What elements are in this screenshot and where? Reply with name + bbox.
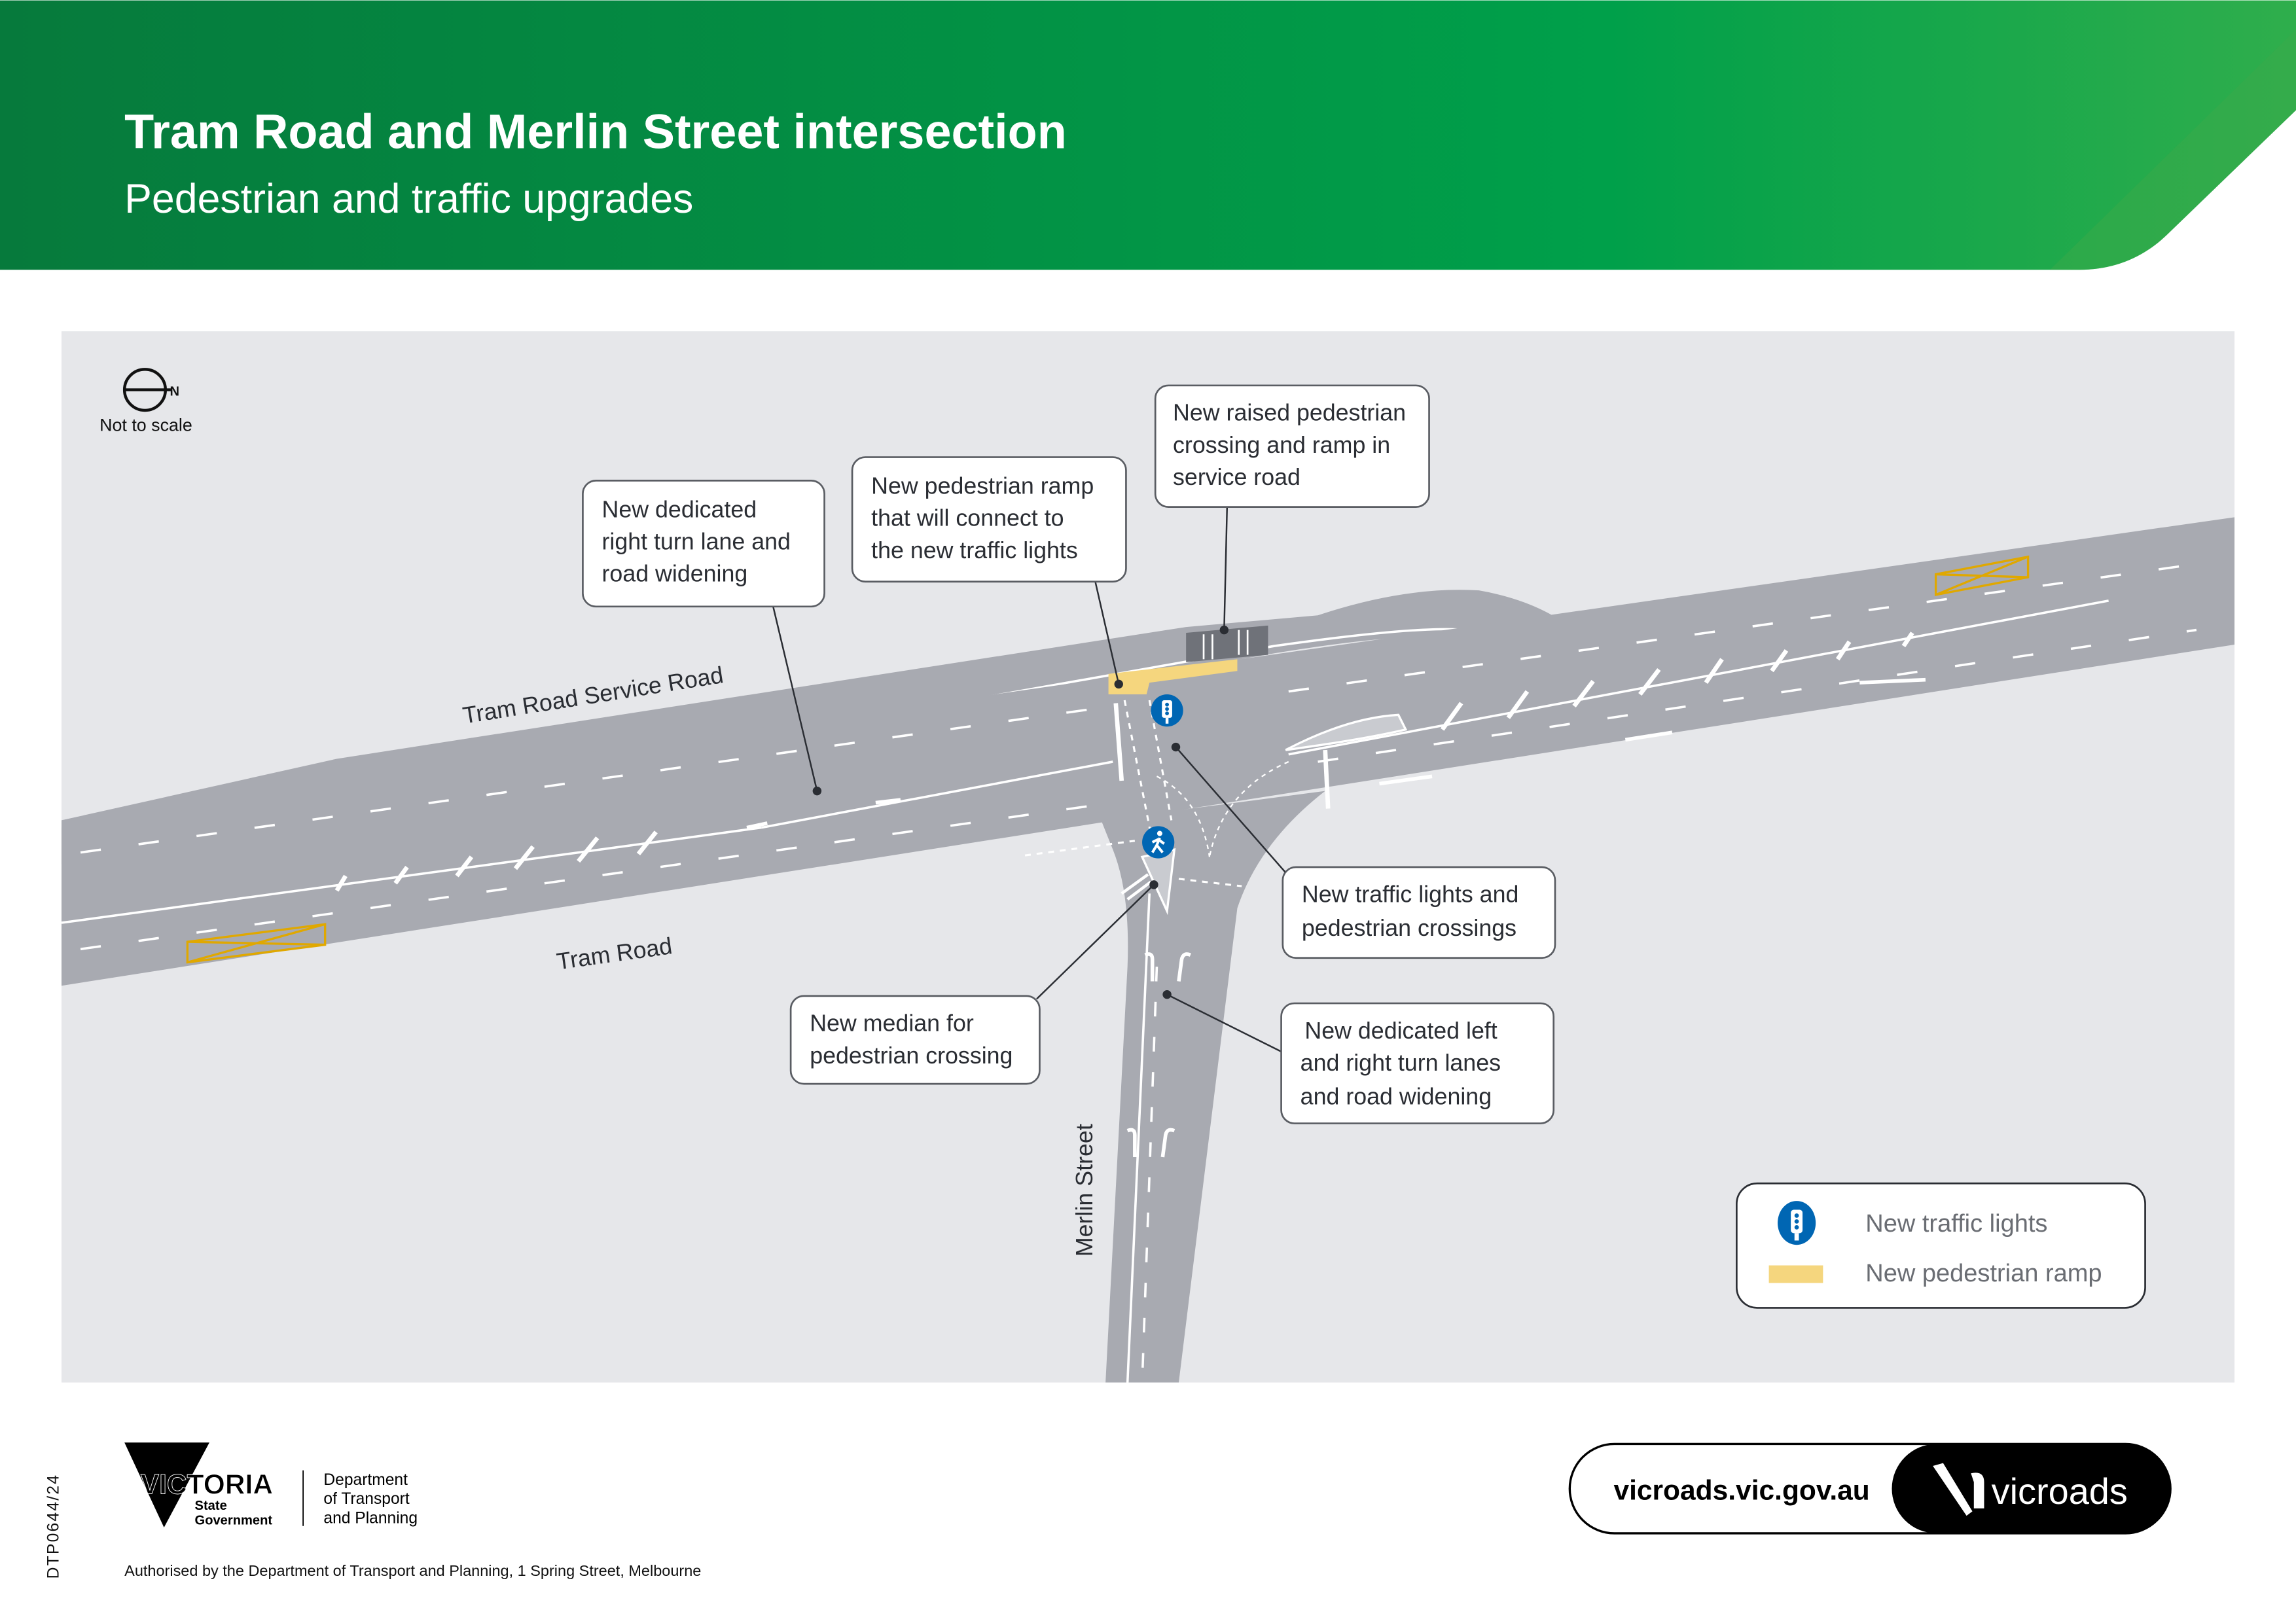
hatched-median-west xyxy=(334,830,658,892)
footer: DTP0644/24 VICTORIA State Government Dep… xyxy=(45,1442,2172,1579)
hatched-median-east xyxy=(1440,632,1914,731)
callout-text: crossing and ramp in xyxy=(1173,432,1390,458)
lane-line xyxy=(761,760,1113,829)
callout-text: right turn lane and xyxy=(602,529,791,555)
header-background xyxy=(0,0,2296,270)
stop-line xyxy=(1323,749,1331,809)
page-subtitle: Pedestrian and traffic upgrades xyxy=(124,176,693,222)
callout-text: New pedestrian ramp xyxy=(871,473,1094,499)
lane-line xyxy=(1288,599,2109,756)
header-corner-accent xyxy=(2050,0,2296,270)
legend: New traffic lights New pedestrian ramp xyxy=(1736,1182,2146,1309)
callout-text: New raised pedestrian xyxy=(1173,400,1406,426)
logo-wordmark: VICTORIA xyxy=(141,1470,273,1501)
north-arrow: N Not to scale xyxy=(99,368,192,435)
lane-line xyxy=(1126,893,1151,1383)
turn-path-guides xyxy=(1156,760,1289,857)
victoria-government-logo: VICTORIA State Government Department of … xyxy=(124,1442,418,1528)
turn-arrows xyxy=(746,677,1926,1158)
merlin-street xyxy=(1101,791,1325,1383)
department-name: and Planning xyxy=(323,1509,418,1527)
intersection-map: Tram Road Service Road Tram Road Merlin … xyxy=(61,331,2235,1383)
callout-text: and road widening xyxy=(1300,1083,1492,1109)
callout-text: New dedicated xyxy=(602,496,757,522)
callout-text: road widening xyxy=(602,561,748,587)
callout-left-right-turn-lanes: New dedicated left and right turn lanes … xyxy=(1162,990,1555,1124)
header-banner: Tram Road and Merlin Street intersection… xyxy=(0,0,2296,270)
callout-text: New traffic lights and xyxy=(1302,882,1518,908)
raised-pedestrian-crossing xyxy=(1186,625,1268,662)
callout-text: pedestrian crossing xyxy=(810,1043,1013,1069)
tram-road xyxy=(61,517,2235,986)
callout-text: and right turn lanes xyxy=(1300,1050,1501,1076)
keep-clear-box-west xyxy=(186,923,327,964)
lane-marking xyxy=(1288,563,2197,693)
website-link[interactable]: vicroads.vic.gov.au xyxy=(1613,1476,1869,1507)
north-label: N xyxy=(170,385,180,399)
traffic-island xyxy=(1285,713,1408,751)
page-title: Tram Road and Merlin Street intersection xyxy=(124,105,1067,159)
callout-median: New median for pedestrian crossing xyxy=(789,880,1158,1085)
callout-text: New dedicated left xyxy=(1304,1018,1497,1044)
legend-traffic-light-icon xyxy=(1778,1201,1816,1245)
vicroads-logo-icon xyxy=(1933,1463,1984,1516)
callout-right-turn-lane: New dedicated right turn lane and road w… xyxy=(582,480,825,796)
vicroads-wordmark: vicroads xyxy=(1992,1471,2128,1512)
callout-text: New median for xyxy=(810,1010,974,1037)
keep-clear-box-east xyxy=(1934,555,2030,596)
road-label-merlin-street: Merlin Street xyxy=(1071,1124,1098,1257)
scale-note: Not to scale xyxy=(99,415,192,435)
pedestrian-signal-icon xyxy=(1142,826,1175,859)
logo-text: Government xyxy=(195,1514,273,1528)
legend-label: New traffic lights xyxy=(1865,1210,2047,1238)
new-pedestrian-ramp xyxy=(1108,659,1238,695)
logo-text: State xyxy=(195,1499,227,1513)
callout-raised-crossing: New raised pedestrian crossing and ramp … xyxy=(1154,384,1430,635)
callout-traffic-lights: New traffic lights and pedestrian crossi… xyxy=(1171,742,1556,959)
callout-text: service road xyxy=(1173,464,1300,490)
document-code: DTP0644/24 xyxy=(45,1474,62,1578)
vicroads-badge: vicroads.vic.gov.au vicroads xyxy=(1568,1442,2172,1535)
callout-text: the new traffic lights xyxy=(871,537,1078,563)
traffic-light-icon xyxy=(1151,694,1183,727)
pedestrian-ramp-swatch xyxy=(1768,1265,1823,1283)
median-crossing-marks xyxy=(1121,873,1152,901)
stop-line xyxy=(1113,703,1124,781)
callout-text: that will connect to xyxy=(871,505,1064,531)
legend-label: New pedestrian ramp xyxy=(1865,1260,2102,1287)
department-name: Department xyxy=(323,1471,408,1489)
department-name: of Transport xyxy=(323,1490,409,1508)
callout-text: pedestrian crossings xyxy=(1302,915,1516,941)
authorisation-statement: Authorised by the Department of Transpor… xyxy=(124,1562,701,1579)
callout-pedestrian-ramp: New pedestrian ramp that will connect to… xyxy=(851,456,1127,689)
